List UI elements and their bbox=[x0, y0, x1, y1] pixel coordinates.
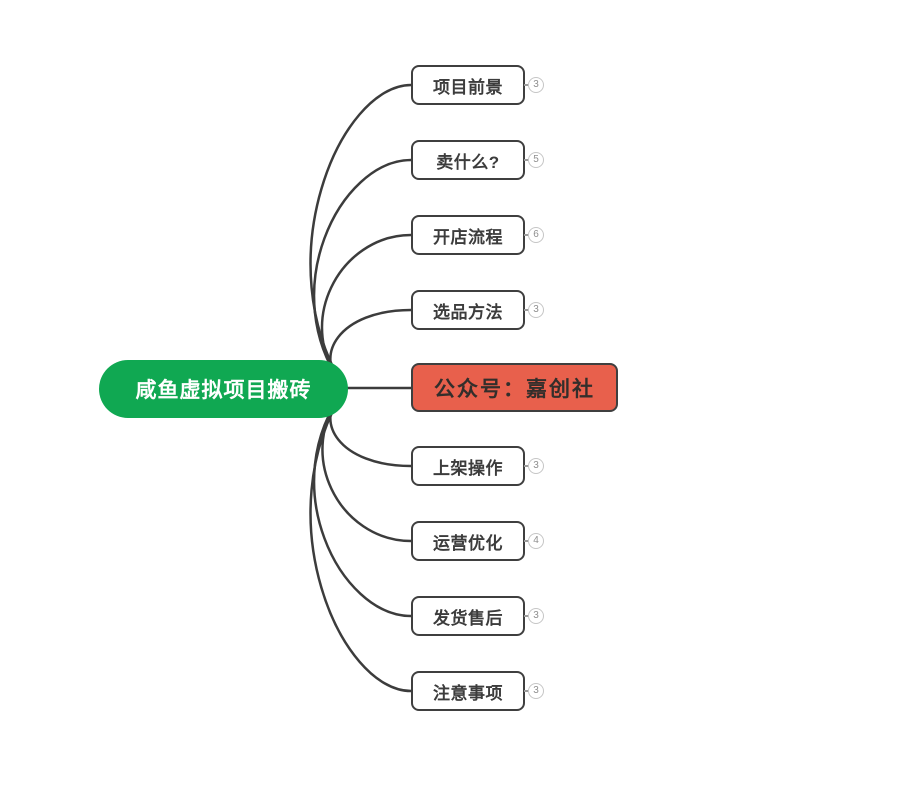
collapse-badge[interactable]: 5 bbox=[524, 152, 544, 168]
collapsed-count: 3 bbox=[528, 302, 544, 318]
collapsed-count: 6 bbox=[528, 227, 544, 243]
connector-curve-topic-7 bbox=[312, 387, 413, 618]
badge-tick bbox=[524, 159, 528, 161]
collapse-badge[interactable]: 3 bbox=[524, 458, 544, 474]
collapse-badge[interactable]: 3 bbox=[524, 608, 544, 624]
topic-product-selection[interactable]: 选品方法 bbox=[411, 290, 525, 330]
badge-tick bbox=[524, 309, 528, 311]
connector-curve-topic-8 bbox=[309, 387, 413, 693]
topic-shop-setup-process[interactable]: 开店流程 bbox=[411, 215, 525, 255]
collapsed-count: 3 bbox=[528, 458, 544, 474]
badge-tick bbox=[524, 84, 528, 86]
badge-tick bbox=[524, 540, 528, 542]
badge-tick bbox=[524, 690, 528, 692]
collapsed-count: 3 bbox=[528, 608, 544, 624]
topic-project-prospects[interactable]: 项目前景 bbox=[411, 65, 525, 105]
badge-tick bbox=[524, 234, 528, 236]
collapsed-count: 5 bbox=[528, 152, 544, 168]
collapse-badge[interactable]: 4 bbox=[524, 533, 544, 549]
topic-what-to-sell[interactable]: 卖什么? bbox=[411, 140, 525, 180]
root-topic[interactable]: 咸鱼虚拟项目搬砖 bbox=[99, 360, 348, 418]
collapse-badge[interactable]: 3 bbox=[524, 302, 544, 318]
collapsed-count: 3 bbox=[528, 77, 544, 93]
topic-operation-optimization[interactable]: 运营优化 bbox=[411, 521, 525, 561]
topic-shipping-aftersales[interactable]: 发货售后 bbox=[411, 596, 525, 636]
topic-listing-operations[interactable]: 上架操作 bbox=[411, 446, 525, 486]
collapse-badge[interactable]: 3 bbox=[524, 683, 544, 699]
collapse-badge[interactable]: 3 bbox=[524, 77, 544, 93]
connector-curve-topic-1 bbox=[309, 83, 413, 391]
collapsed-count: 4 bbox=[528, 533, 544, 549]
topic-wechat-account-highlight[interactable]: 公众号：嘉创社 bbox=[411, 363, 618, 412]
badge-tick bbox=[524, 465, 528, 467]
collapse-badge[interactable]: 6 bbox=[524, 227, 544, 243]
badge-tick bbox=[524, 615, 528, 617]
topic-precautions[interactable]: 注意事项 bbox=[411, 671, 525, 711]
collapsed-count: 3 bbox=[528, 683, 544, 699]
